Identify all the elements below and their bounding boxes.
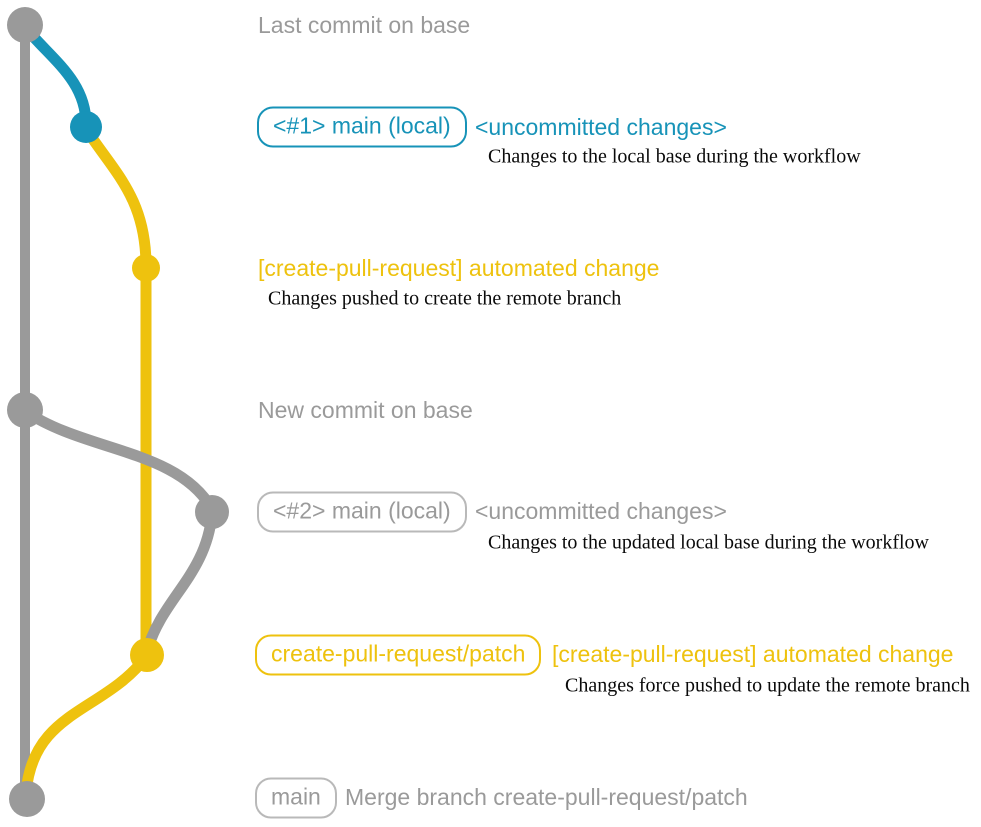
branch-label-main: main (255, 777, 337, 819)
commit-title-automated-2: [create-pull-request] automated change (552, 640, 954, 667)
commit-desc-automated-1: Changes pushed to create the remote bran… (268, 287, 622, 310)
git-graph (7, 7, 229, 817)
commit-title-automated-1: [create-pull-request] automated change (258, 254, 660, 281)
patch-branch-create-edge (80, 123, 152, 272)
patch-merge-edge (20, 651, 152, 799)
commit-dot-uncommitted-2 (195, 495, 229, 529)
commit-desc-automated-2: Changes force pushed to update the remot… (565, 674, 970, 697)
branch-label-main-local-2: <#2> main (local) (257, 491, 467, 533)
annotation-new-commit-on-base: New commit on base (258, 396, 473, 423)
commit-dot-uncommitted-1 (70, 111, 102, 143)
commit-desc-uncommitted-1: Changes to the local base during the wor… (488, 145, 861, 168)
local-main-2-to-patch-edge (141, 508, 218, 657)
commit-dot-merge (9, 781, 45, 817)
branch-label-patch: create-pull-request/patch (255, 634, 542, 676)
branch-label-main-local-1: <#1> main (local) (257, 106, 467, 148)
local-main-2-edge (19, 405, 218, 515)
local-main-1-edge (19, 21, 92, 130)
annotation-last-commit-on-base: Last commit on base (258, 11, 471, 38)
commit-dot-automated-2 (130, 638, 164, 672)
commit-dot-automated-1 (132, 254, 160, 282)
commit-title-uncommitted-2: <uncommitted changes> (475, 497, 727, 524)
commit-dot-new-base (7, 392, 43, 428)
commit-title-uncommitted-1: <uncommitted changes> (475, 113, 727, 140)
commit-title-merge: Merge branch create-pull-request/patch (345, 783, 748, 810)
commit-dot-last-base (7, 7, 43, 43)
commit-desc-uncommitted-2: Changes to the updated local base during… (488, 531, 929, 554)
